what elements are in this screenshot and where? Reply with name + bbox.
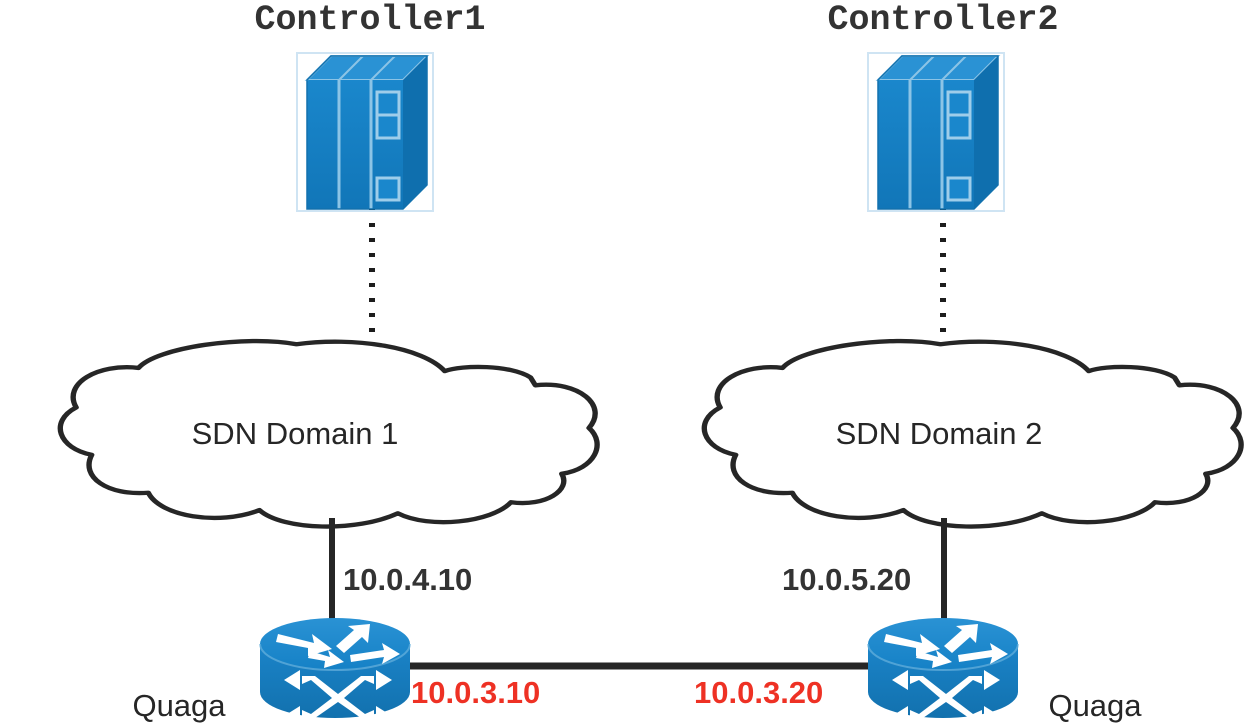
- router-r1-label-line1: Quaga: [132, 688, 226, 723]
- controller1-label: Controller1: [254, 0, 486, 40]
- domain2-label: SDN Domain 2: [835, 416, 1043, 451]
- ip-label-r2-peer: 10.0.3.20: [694, 675, 824, 710]
- server-icon-controller1[interactable]: [296, 52, 434, 212]
- ip-label-r1-peer: 10.0.3.10: [411, 675, 541, 710]
- ip-label-r1-uplink: 10.0.4.10: [343, 562, 473, 597]
- router-r1-label: Quaga r1: [104, 620, 254, 723]
- ip-label-r2-uplink: 10.0.5.20: [782, 562, 912, 597]
- domain1-label: SDN Domain 1: [191, 416, 399, 451]
- controller2-label: Controller2: [827, 0, 1059, 40]
- router-icon-r2[interactable]: [867, 618, 1019, 723]
- router-r2-label-line1: Quaga: [1048, 688, 1142, 723]
- router-icon-r1[interactable]: [259, 618, 411, 723]
- router-r2-label: Quaga r2: [1020, 620, 1170, 723]
- server-icon-controller2[interactable]: [867, 52, 1005, 212]
